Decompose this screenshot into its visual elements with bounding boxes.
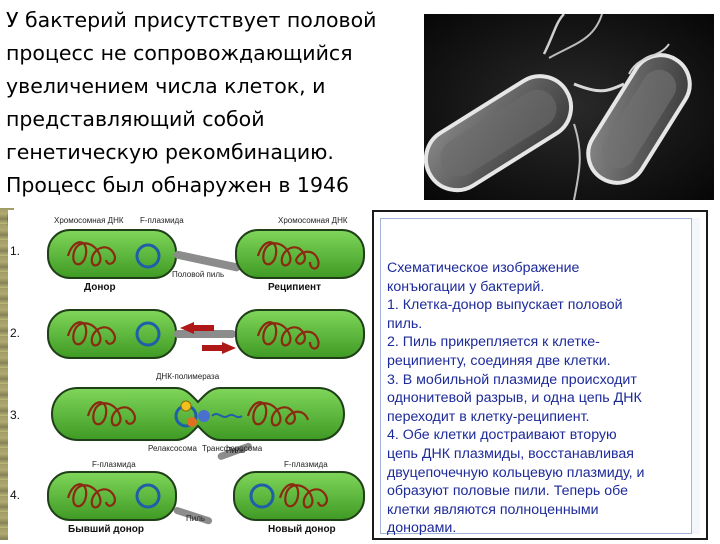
label-recipient: Реципиент (268, 282, 321, 293)
donor-cell-2 (48, 310, 176, 358)
frame-scroll-rail (691, 218, 700, 534)
micrograph-image (424, 14, 714, 200)
joined-cells (52, 388, 344, 440)
label-sex-pilus: Половой пиль (172, 270, 224, 279)
former-donor-cell (48, 472, 176, 520)
description-frame: Схематическое изображение конъюгации у б… (372, 210, 708, 540)
label-donor: Донор (84, 282, 116, 293)
step-number-2: 2. (10, 326, 20, 340)
arrow-shaft (202, 345, 222, 351)
conjugation-diagram: 1. 2. 3. 4. Хромосомная ДНК F-плазмида Х… (8, 210, 372, 540)
label-dna-polymerase: ДНК-полимераза (156, 372, 219, 381)
label-chromosomal-dna-left: Хромосомная ДНК (54, 216, 124, 225)
label-former-donor: Бывший донор (68, 524, 144, 535)
sex-pilus (173, 250, 241, 272)
dna-polymerase (181, 401, 191, 411)
description-inner-border: Схематическое изображение конъюгации у б… (380, 218, 694, 534)
step-number-3: 3. (10, 408, 20, 422)
label-relaxosome: Релаксосома (148, 444, 197, 453)
sex-pilus (174, 330, 236, 338)
transferosome (198, 410, 210, 422)
label-chromosomal-dna-right: Хромосомная ДНК (278, 216, 348, 225)
bacteria-micrograph (424, 14, 714, 200)
slide-heading: У бактерий присутствует половой процесс … (6, 4, 416, 235)
arrow-shaft (194, 325, 214, 331)
step-number-1: 1. (10, 244, 20, 258)
relaxosome (187, 417, 197, 427)
label-f-plasmid-top: F-плазмида (140, 216, 184, 225)
label-pilus-bottom: Пиль (186, 514, 205, 523)
donor-cell-1 (48, 230, 176, 278)
label-pilus-top: Пиль (226, 446, 245, 455)
right-arrow-icon (222, 342, 236, 354)
label-f-plasmid-left: F-плазмида (92, 460, 136, 469)
step-number-4: 4. (10, 488, 20, 502)
label-new-donor: Новый донор (268, 524, 336, 535)
description-text: Схематическое изображение конъюгации у б… (387, 259, 691, 538)
label-f-plasmid-right: F-плазмида (284, 460, 328, 469)
